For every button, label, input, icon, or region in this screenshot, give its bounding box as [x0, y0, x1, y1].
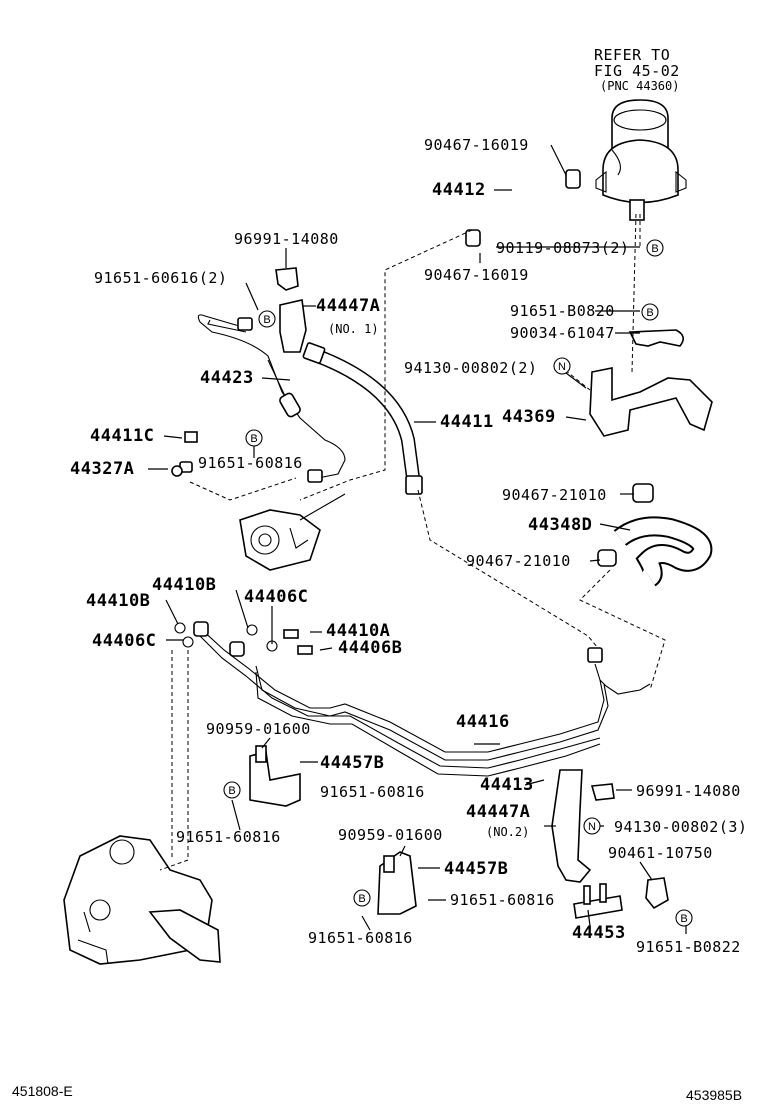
label-90959-01600-lower: 90959-01600 [338, 826, 443, 844]
label-96991-14080-top: 96991-14080 [234, 230, 339, 248]
svg-text:B: B [680, 913, 687, 925]
label-90467-21010-top: 90467-21010 [502, 486, 607, 504]
label-44411: 44411 [440, 412, 494, 432]
hose-44412-drawing [465, 169, 581, 247]
hose-44348d-drawing [613, 516, 713, 587]
dashed-routing-lines [159, 213, 666, 871]
label-90467-16019-mid: 90467-16019 [424, 266, 529, 284]
label-96991-14080-bottom: 96991-14080 [636, 782, 741, 800]
clip-96991-drawing [275, 267, 299, 291]
label-44447a-no2: 44447A [466, 802, 530, 822]
refer-note-line3: (PNC 44360) [600, 79, 679, 93]
label-44406b: 44406B [338, 638, 402, 658]
label-90467-21010-bottom: 90467-21010 [466, 552, 571, 570]
label-91651-b0822: 91651-B0822 [636, 938, 741, 956]
label-44410b-top: 44410B [152, 575, 216, 595]
label-91651-60616: 91651-60616(2) [94, 269, 227, 287]
label-91651-60816-top: 91651-60816 [198, 454, 303, 472]
label-94130-00802-top: 94130-00802(2) [404, 359, 537, 377]
line-44423-drawing [197, 314, 346, 483]
svg-text:B: B [358, 893, 365, 905]
marker-b-2: B [258, 310, 276, 328]
clip-90959-lower-drawing [383, 855, 395, 873]
label-44447a-no1: 44447A [316, 296, 380, 316]
svg-text:B: B [228, 785, 235, 797]
clamp-90461-drawing [645, 877, 669, 910]
clip-96991-lower-drawing [590, 783, 615, 801]
svg-text:N: N [558, 361, 566, 373]
label-90959-01600-upper: 90959-01600 [206, 720, 311, 738]
pump-drawing [239, 493, 346, 571]
label-90467-16019-top: 90467-16019 [424, 136, 529, 154]
svg-text:B: B [646, 307, 653, 319]
label-44369: 44369 [502, 407, 556, 427]
label-90119-08873: 90119-08873(2) [496, 239, 629, 257]
label-91651-60816-bottom: 91651-60816 [308, 929, 413, 947]
marker-b-1: B [646, 239, 664, 257]
label-44457b-lower: 44457B [444, 859, 508, 879]
tube-lines-drawing [193, 621, 651, 777]
label-44412: 44412 [432, 180, 486, 200]
label-44423: 44423 [200, 368, 254, 388]
label-44406c-top: 44406C [244, 587, 308, 607]
clamp-90034-drawing [628, 329, 684, 347]
label-44406c-left: 44406C [92, 631, 156, 651]
label-no2: (NO.2) [486, 825, 529, 839]
label-44410b-left: 44410B [86, 591, 150, 611]
refer-note-line1: REFER TO [594, 46, 670, 64]
bracket-44447a-no1-drawing [279, 299, 307, 353]
fittings-drawing [171, 431, 313, 655]
bracket-44369-drawing [589, 367, 713, 437]
label-44416: 44416 [456, 712, 510, 732]
reservoir-drawing [595, 99, 687, 221]
marker-b-7: B [675, 909, 693, 927]
label-44453: 44453 [572, 923, 626, 943]
footer-left-code: 451808-E [12, 1083, 73, 1099]
label-91651-60816-mid: 91651-60816 [320, 783, 425, 801]
label-44410a: 44410A [326, 621, 390, 641]
clip-90959-upper-drawing [255, 745, 267, 763]
label-94130-00802-bottom: 94130-00802(3) [614, 818, 747, 836]
hose-44411-drawing [302, 342, 423, 495]
svg-text:N: N [588, 821, 596, 833]
label-44411c: 44411C [90, 426, 154, 446]
leader-lines [148, 144, 687, 934]
label-91651-60816-right: 91651-60816 [450, 891, 555, 909]
marker-n-1: N [553, 357, 571, 375]
label-44457b-upper: 44457B [320, 753, 384, 773]
label-91651-b0820: 91651-B0820 [510, 302, 615, 320]
marker-b-6: B [353, 889, 371, 907]
marker-b-4: B [245, 429, 263, 447]
label-91651-60816-left: 91651-60816 [176, 828, 281, 846]
clamp-90467-21010-lower-drawing [597, 549, 617, 567]
marker-b-5: B [223, 781, 241, 799]
label-44348d: 44348D [528, 515, 592, 535]
svg-text:B: B [263, 314, 270, 326]
footer-right-code: 453985B [686, 1087, 742, 1103]
label-44327a: 44327A [70, 459, 134, 479]
svg-text:B: B [651, 243, 658, 255]
refer-note-line2: FIG 45-02 [594, 62, 680, 80]
marker-n-2: N [583, 817, 601, 835]
marker-b-3: B [641, 303, 659, 321]
label-90461-10750: 90461-10750 [608, 844, 713, 862]
bracket-44447a-no2-drawing [551, 769, 592, 883]
label-no1: (NO. 1) [328, 322, 379, 336]
clamp-44453-drawing [573, 883, 623, 919]
svg-text:B: B [250, 433, 257, 445]
steering-gear-drawing [63, 835, 221, 965]
clamp-90467-21010-drawing [632, 483, 654, 503]
label-44413: 44413 [480, 775, 534, 795]
label-90034-61047: 90034-61047 [510, 324, 615, 342]
